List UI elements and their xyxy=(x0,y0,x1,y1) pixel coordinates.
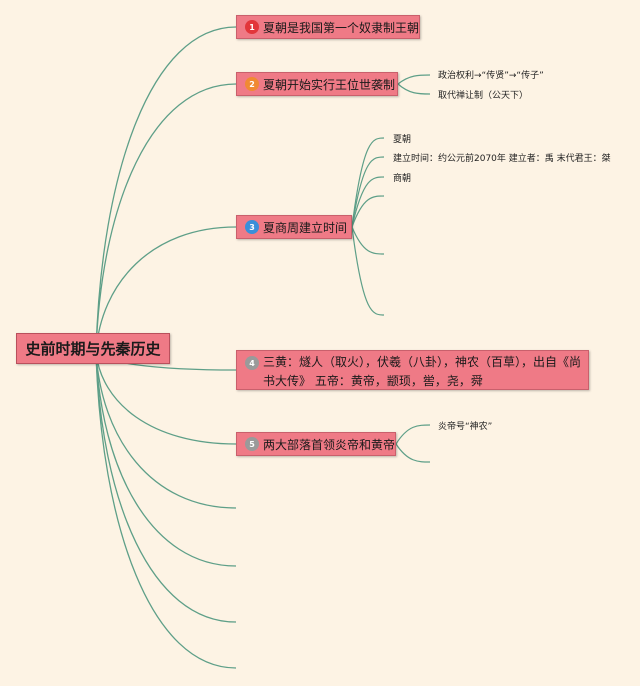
subtopic-xia-founding-details[interactable]: 建立时间：约公元前2070年 建立者：禹 末代君王：桀 xyxy=(393,154,611,164)
topic-label: 夏朝是我国第一个奴隶制王朝 xyxy=(263,20,420,35)
topic-node-three-sovereigns-five-emperors[interactable]: 4 三黄：燧人（取火），伏羲（八卦），神农（百草），出自《尚书大传》 五帝：黄帝… xyxy=(236,350,589,390)
connector-t3-child-6 xyxy=(351,226,385,316)
branch-to-topic-5 xyxy=(95,351,237,445)
priority-2-icon: 2 xyxy=(245,77,259,91)
root-node[interactable]: 史前时期与先秦历史 xyxy=(16,333,170,364)
topic-node-xia-first-slave-dynasty[interactable]: 1 夏朝是我国第一个奴隶制王朝 xyxy=(236,15,420,39)
topic-label: 夏商周建立时间 xyxy=(263,220,348,235)
branch-empty-8 xyxy=(95,351,237,623)
branch-to-topic-2 xyxy=(95,83,237,353)
subtopic-replace-abdication[interactable]: 取代禅让制（公天下） xyxy=(438,91,529,101)
branch-empty-9 xyxy=(95,351,237,669)
topic-label: 三黄：燧人（取火），伏羲（八卦），神农（百草），出自《尚书大传》 五帝：黄帝，颛… xyxy=(263,355,582,388)
subtopic-yan-emperor-shennong[interactable]: 炎帝号“神农” xyxy=(438,422,493,432)
topic-node-hereditary-throne[interactable]: 2 夏朝开始实行王位世袭制 xyxy=(236,72,398,96)
connector-t3-child-3 xyxy=(351,176,385,228)
priority-1-icon: 1 xyxy=(245,20,259,34)
connector-t3-child-1 xyxy=(351,137,385,228)
subtopic-shang-dynasty[interactable]: 商朝 xyxy=(393,174,412,184)
priority-3-icon: 3 xyxy=(245,220,259,234)
root-label: 史前时期与先秦历史 xyxy=(25,340,161,358)
connector-t3-child-5 xyxy=(351,226,385,255)
branch-empty-7 xyxy=(95,351,237,567)
topic-label: 两大部落首领炎帝和黄帝 xyxy=(263,437,396,452)
connector-t5-child-1 xyxy=(395,424,431,445)
subtopic-political-power[interactable]: 政治权利→“传贤”→“传子” xyxy=(438,71,544,81)
topic-node-yan-huang-emperors[interactable]: 5 两大部落首领炎帝和黄帝 xyxy=(236,432,396,456)
connector-t5-child-2 xyxy=(395,443,431,463)
branch-to-topic-1 xyxy=(95,26,237,353)
branch-to-topic-3 xyxy=(95,226,237,353)
topic-label: 夏朝开始实行王位世袭制 xyxy=(263,77,396,92)
connector-t2-child-2 xyxy=(397,83,431,95)
subtopic-xia-dynasty[interactable]: 夏朝 xyxy=(393,135,412,145)
connector-t3-child-4 xyxy=(351,195,385,228)
connector-t2-child-1 xyxy=(397,74,431,85)
priority-4-icon: 4 xyxy=(245,356,259,370)
topic-node-xia-shang-zhou-founding[interactable]: 3 夏商周建立时间 xyxy=(236,215,352,239)
connector-t3-child-2 xyxy=(351,156,385,228)
branch-empty-6 xyxy=(95,351,237,509)
priority-5-icon: 5 xyxy=(245,437,259,451)
